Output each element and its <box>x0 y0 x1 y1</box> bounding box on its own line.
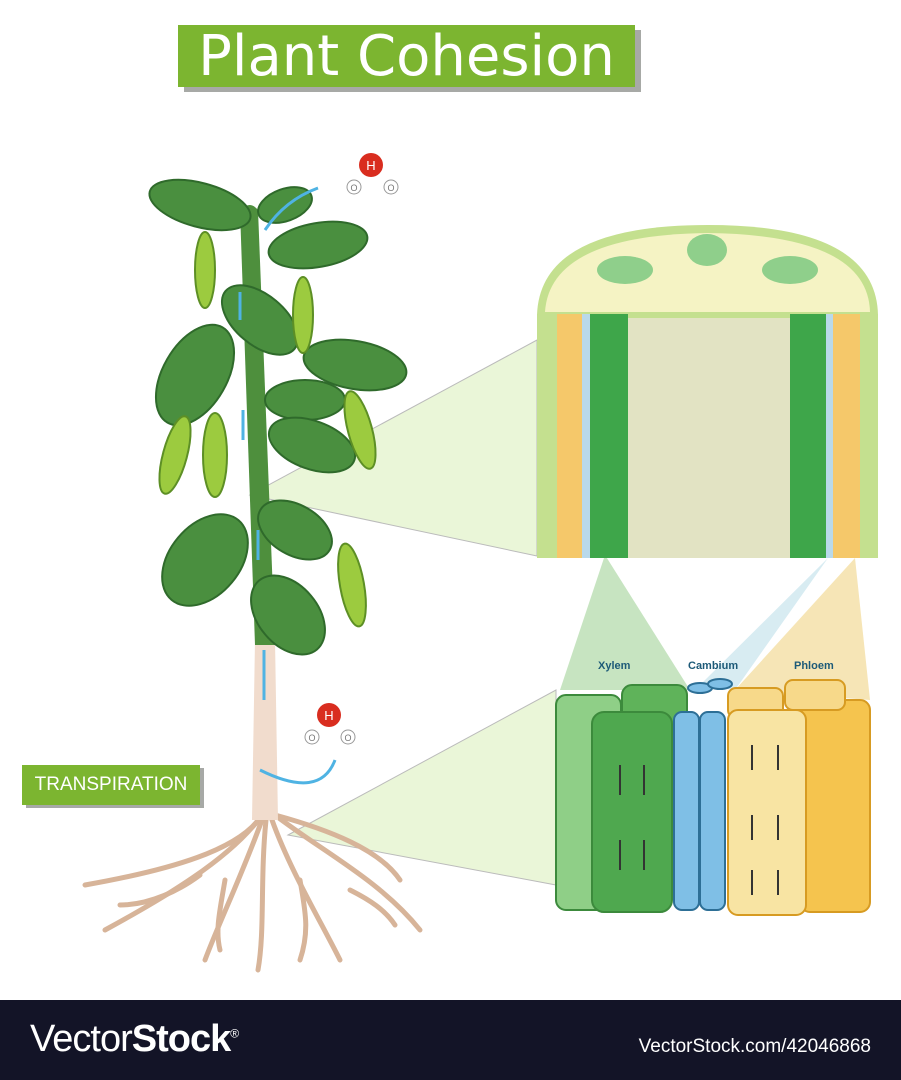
svg-text:O: O <box>350 183 357 193</box>
vectorstock-logo: VectorStock® <box>30 1018 239 1060</box>
phloem-cells <box>727 679 871 916</box>
page-title: Plant Cohesion <box>178 24 635 89</box>
cambium-cells <box>673 678 733 911</box>
stem-section <box>537 225 878 558</box>
phloem-zoom-cone <box>735 558 870 700</box>
phloem-label: Phloem <box>794 660 834 672</box>
xylem-zoom-cone <box>560 555 690 690</box>
roots <box>82 812 423 973</box>
svg-text:O: O <box>308 733 315 743</box>
pea-pods <box>158 231 377 628</box>
svg-text:H: H <box>366 158 375 173</box>
water-flow-arrows <box>238 186 337 785</box>
xylem-vessels <box>555 684 688 913</box>
water-molecule-bottom: H O O <box>304 703 356 745</box>
xylem-label: Xylem <box>598 660 631 672</box>
transpiration-label: TRANSPIRATION <box>22 765 200 805</box>
svg-text:O: O <box>344 733 351 743</box>
image-id: VectorStock.com/42046868 <box>638 1036 871 1057</box>
plant-diagram: H O O H O O <box>82 153 878 973</box>
leaves <box>148 178 408 656</box>
svg-text:H: H <box>324 708 333 723</box>
cambium-label: Cambium <box>688 660 739 672</box>
svg-text:O: O <box>387 183 394 193</box>
cambium-zoom-cone <box>700 558 828 690</box>
watermark-footer: VectorStock® VectorStock.com/42046868 <box>0 1000 901 1080</box>
water-molecule-top: H O O <box>346 153 399 195</box>
